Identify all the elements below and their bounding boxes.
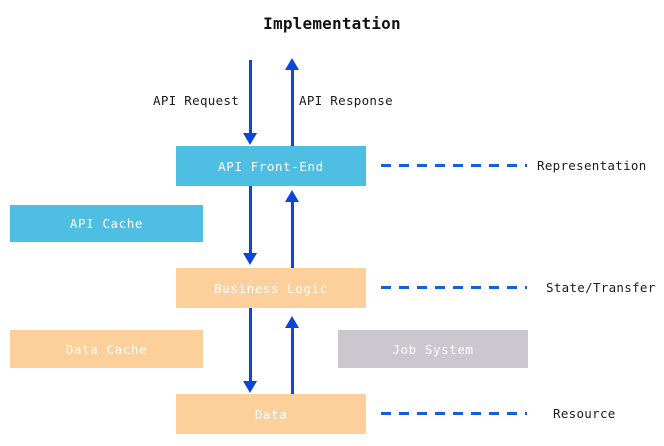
box-business-logic[interactable]: Business Logic xyxy=(176,268,366,308)
arrow-logic-to-frontend-head xyxy=(285,190,299,202)
box-data-label: Data xyxy=(254,406,288,422)
dashed-connector-state-transfer xyxy=(381,286,527,289)
box-api-cache-label: API Cache xyxy=(69,216,144,231)
side-label-representation: Representation xyxy=(537,158,647,173)
arrow-api-request-head xyxy=(243,133,257,145)
arrow-api-response-head xyxy=(285,58,299,70)
box-api-frontend[interactable]: API Front-End xyxy=(176,146,366,186)
arrow-data-to-logic-head xyxy=(285,316,299,328)
arrow-frontend-to-logic-head xyxy=(243,253,257,265)
box-data-cache[interactable]: Data Cache xyxy=(10,330,203,368)
box-business-logic-label: Business Logic xyxy=(214,280,328,296)
box-job-system[interactable]: Job System xyxy=(338,330,528,368)
arrow-api-request-shaft xyxy=(249,60,252,134)
dashed-connector-representation xyxy=(381,164,527,167)
arrow-logic-to-frontend-shaft xyxy=(291,202,294,268)
arrow-logic-to-data-head xyxy=(243,381,257,393)
arrow-label-api-request: API Request xyxy=(153,93,240,108)
arrow-label-api-response: API Response xyxy=(299,93,393,108)
arrow-api-response-shaft xyxy=(291,70,294,146)
arrow-data-to-logic-shaft xyxy=(291,328,294,394)
side-label-resource: Resource xyxy=(553,406,616,421)
box-api-cache[interactable]: API Cache xyxy=(10,205,203,242)
arrow-logic-to-data-shaft xyxy=(249,308,252,382)
box-data-cache-label: Data Cache xyxy=(65,341,148,357)
side-label-state-transfer: State/Transfer xyxy=(546,280,656,295)
arrow-frontend-to-logic-shaft xyxy=(249,186,252,254)
box-job-system-label: Job System xyxy=(392,341,474,357)
box-api-frontend-label: API Front-End xyxy=(218,158,324,174)
dashed-connector-resource xyxy=(381,412,527,415)
page-title: Implementation xyxy=(263,14,401,33)
box-data[interactable]: Data xyxy=(176,394,366,434)
